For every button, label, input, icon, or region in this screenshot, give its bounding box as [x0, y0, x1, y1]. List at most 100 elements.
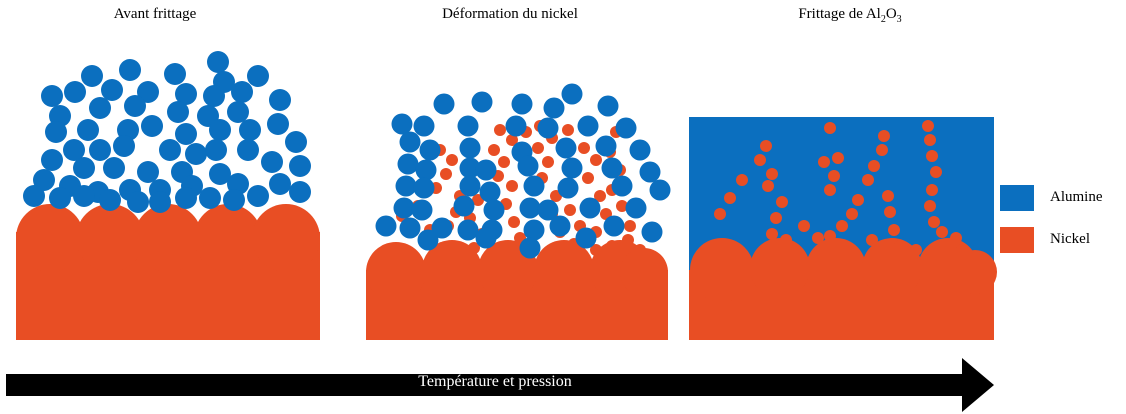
- alumina-particle: [289, 181, 311, 203]
- nickel-particle: [824, 230, 836, 242]
- nickel-particle: [924, 134, 936, 146]
- alumina-particle: [601, 157, 623, 179]
- alumina-particle: [517, 155, 539, 177]
- nickel-particle: [754, 154, 766, 166]
- alumina-particle: [113, 135, 135, 157]
- nickel-particle: [564, 204, 576, 216]
- alumina-particle: [207, 51, 229, 73]
- alumina-particles-2: [375, 83, 671, 259]
- alumina-particle: [457, 219, 479, 241]
- alumina-particle: [33, 169, 55, 191]
- alumina-particle: [537, 117, 559, 139]
- alumina-particle: [209, 163, 231, 185]
- alumina-particle: [89, 97, 111, 119]
- alumina-particle: [457, 115, 479, 137]
- alumina-particle: [471, 91, 493, 113]
- alumina-particle: [239, 119, 261, 141]
- alumina-particle: [393, 197, 415, 219]
- alumina-particle: [639, 161, 661, 183]
- alumina-particle: [433, 93, 455, 115]
- nickel-network-3: [714, 120, 968, 256]
- panel-alumina-sintering: [689, 117, 997, 340]
- legend-label-alumina: Alumine: [1050, 189, 1103, 205]
- nickel-particle: [468, 242, 480, 254]
- alumina-particle: [413, 115, 435, 137]
- alumina-particle: [575, 227, 597, 249]
- nickel-particle: [532, 142, 544, 154]
- nickel-particle: [606, 240, 618, 252]
- nickel-particle: [714, 208, 726, 220]
- alumina-particle: [641, 221, 663, 243]
- alumina-particle: [261, 151, 283, 173]
- alumina-particle: [413, 177, 435, 199]
- alumina-particle: [459, 157, 481, 179]
- alumina-particle: [375, 215, 397, 237]
- alumina-particle: [475, 227, 497, 249]
- nickel-particle: [506, 180, 518, 192]
- alumina-particle: [73, 185, 95, 207]
- alumina-particle: [49, 187, 71, 209]
- nickel-particle: [508, 216, 520, 228]
- alumina-particle: [577, 115, 599, 137]
- nickel-particle: [836, 220, 848, 232]
- alumina-particle: [431, 217, 453, 239]
- nickel-particle: [852, 194, 864, 206]
- nickel-particle: [736, 174, 748, 186]
- alumina-particle: [453, 195, 475, 217]
- alumina-particle: [419, 139, 441, 161]
- alumina-particle: [557, 177, 579, 199]
- alumina-particle: [164, 63, 186, 85]
- nickel-particle: [882, 190, 894, 202]
- nickel-particle: [494, 124, 506, 136]
- nickel-particle: [936, 226, 948, 238]
- alumina-particle: [119, 59, 141, 81]
- alumina-particle: [399, 217, 421, 239]
- nickel-particle: [922, 120, 934, 132]
- legend-swatch-nickel: [1000, 227, 1034, 253]
- nickel-particle: [846, 208, 858, 220]
- alumina-particle: [41, 149, 63, 171]
- nickel-particle: [562, 124, 574, 136]
- alumina-particle: [603, 215, 625, 237]
- nickel-particle: [724, 192, 736, 204]
- nickel-substrate-1: [16, 204, 320, 340]
- alumina-particle: [285, 131, 307, 153]
- nickel-particle: [910, 244, 922, 256]
- alumina-particle: [549, 215, 571, 237]
- nickel-particle: [862, 174, 874, 186]
- nickel-substrate-3: [689, 238, 997, 340]
- alumina-particle: [41, 85, 63, 107]
- alumina-particle: [227, 101, 249, 123]
- alumina-particle: [523, 219, 545, 241]
- nickel-particle: [812, 232, 824, 244]
- alumina-particle: [159, 139, 181, 161]
- nickel-particle: [624, 220, 636, 232]
- alumina-particle: [579, 197, 601, 219]
- alumina-particle: [77, 119, 99, 141]
- stage-title-nickel-deformation: Déformation du nickel: [442, 6, 578, 22]
- nickel-particle: [762, 180, 774, 192]
- alumina-particle: [205, 139, 227, 161]
- nickel-particle: [878, 130, 890, 142]
- alumina-particle: [247, 65, 269, 87]
- alumina-particle: [209, 119, 231, 141]
- alumina-particle: [81, 65, 103, 87]
- alumina-particle: [459, 137, 481, 159]
- alumina-particle: [101, 79, 123, 101]
- alumina-particle: [555, 137, 577, 159]
- stage-title-before-sintering: Avant frittage: [113, 6, 197, 22]
- alumina-particle: [45, 121, 67, 143]
- alumina-particle: [611, 175, 633, 197]
- nickel-particle: [828, 170, 840, 182]
- alumina-particle: [629, 139, 651, 161]
- alumina-particle: [459, 175, 481, 197]
- alumina-particle: [175, 123, 197, 145]
- nickel-particle: [542, 156, 554, 168]
- alumina-particle: [269, 89, 291, 111]
- nickel-particle: [440, 168, 452, 180]
- nickel-particle: [832, 152, 844, 164]
- nickel-particle: [622, 234, 634, 246]
- alumina-particle: [267, 113, 289, 135]
- alumina-particle: [519, 197, 541, 219]
